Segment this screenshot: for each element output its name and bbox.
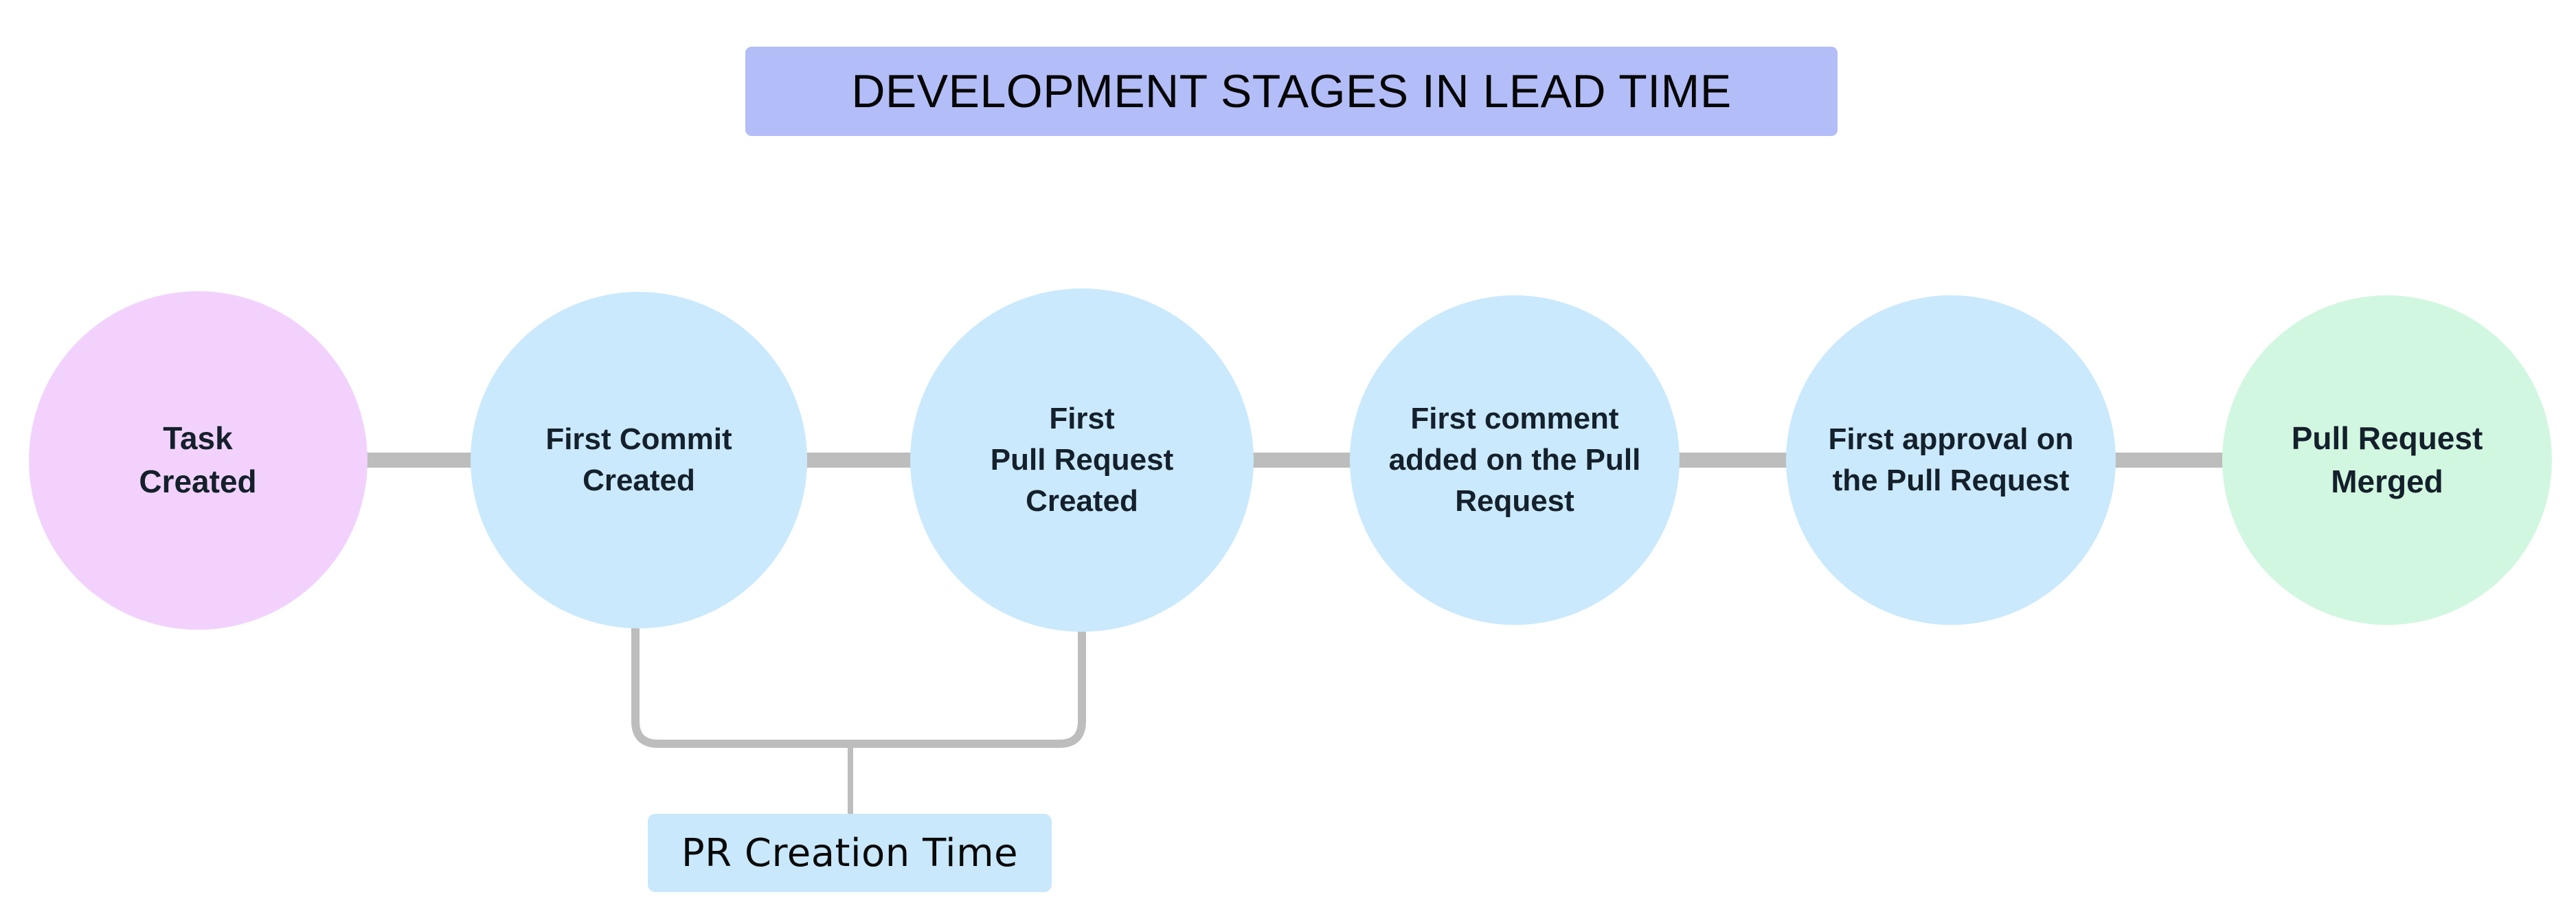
node-task-created[interactable]: Task Created xyxy=(28,290,368,630)
connector-first-commit-to-first-pr xyxy=(805,453,912,468)
node-first-pr[interactable]: First Pull Request Created xyxy=(910,288,1254,632)
node-pr-merged[interactable]: Pull Request Merged xyxy=(2222,295,2552,625)
node-label-first-approval: First approval on the Pull Request xyxy=(1828,422,2074,497)
connector-task-created-to-first-commit xyxy=(364,453,474,468)
node-label-pr-merged: Pull Request Merged xyxy=(2291,420,2483,499)
node-first-approval[interactable]: First approval on the Pull Request xyxy=(1786,295,2116,625)
page-title: Development Stages in Lead Time xyxy=(851,65,1732,117)
connector-first-approval-to-pr-merged xyxy=(2114,453,2224,468)
connector-first-pr-to-first-comment xyxy=(1252,453,1352,468)
pr-creation-time-text: PR Creation Time xyxy=(681,830,1019,876)
node-label-task-created: Task Created xyxy=(139,420,257,499)
node-first-commit[interactable]: First Commit Created xyxy=(471,292,807,628)
bracket-path xyxy=(631,625,1086,748)
node-label-first-commit: First Commit Created xyxy=(545,422,732,497)
diagram-title-banner: Development Stages in Lead Time xyxy=(745,47,1838,136)
node-label-first-comment: First comment added on the Pull Request xyxy=(1388,402,1641,518)
node-first-comment[interactable]: First comment added on the Pull Request xyxy=(1350,295,1680,625)
node-label-first-pr: First Pull Request Created xyxy=(990,402,1174,518)
connector-first-comment-to-first-approval xyxy=(1677,453,1787,468)
pr-creation-time-label: PR Creation Time xyxy=(648,814,1052,892)
pr-creation-time-bracket xyxy=(631,625,1086,819)
